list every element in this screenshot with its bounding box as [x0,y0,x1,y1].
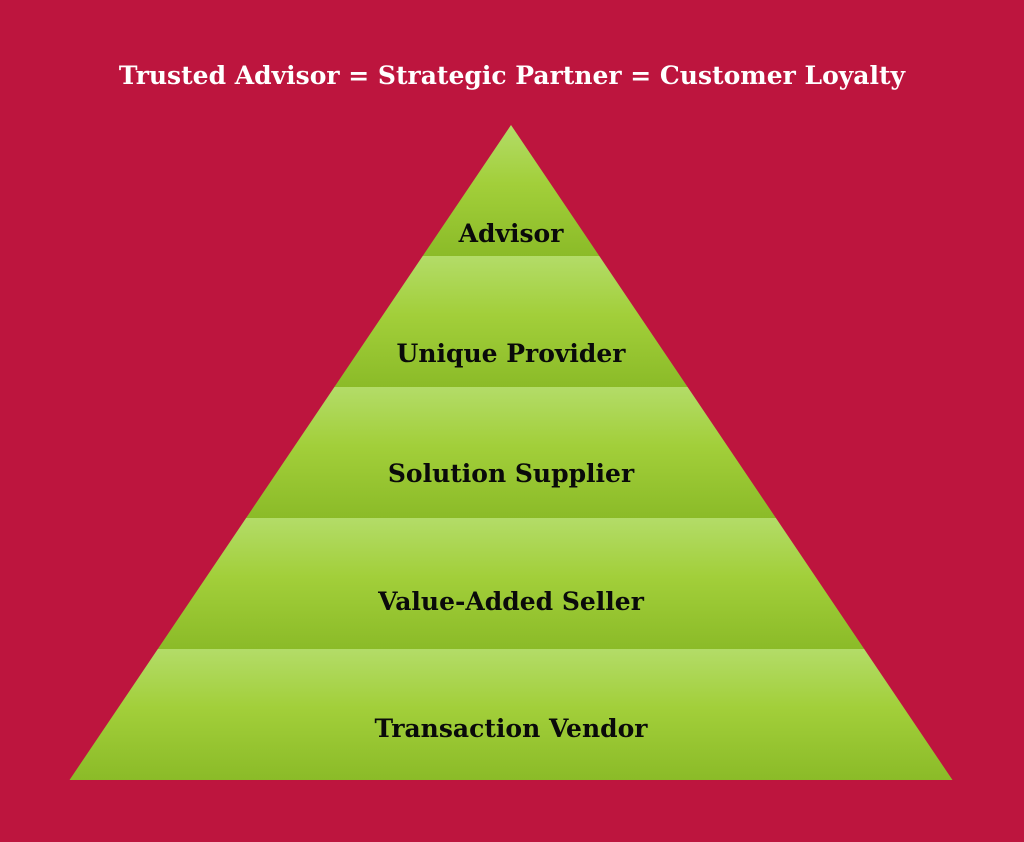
pyramid-tier-5 [69,649,953,780]
pyramid-tier-label: Advisor [458,219,565,248]
pyramid-tier-3 [246,387,776,518]
page-title: Trusted Advisor = Strategic Partner = Cu… [118,61,906,90]
pyramid-tier-label: Solution Supplier [388,459,635,488]
pyramid-tier-label: Transaction Vendor [375,714,649,743]
pyramid-tier-1 [422,125,600,256]
pyramid-tier-label: Unique Provider [397,339,627,368]
pyramid-tier-2 [334,256,688,387]
pyramid-tier-label: Value-Added Seller [377,587,645,616]
pyramid-tier-4 [157,518,865,649]
